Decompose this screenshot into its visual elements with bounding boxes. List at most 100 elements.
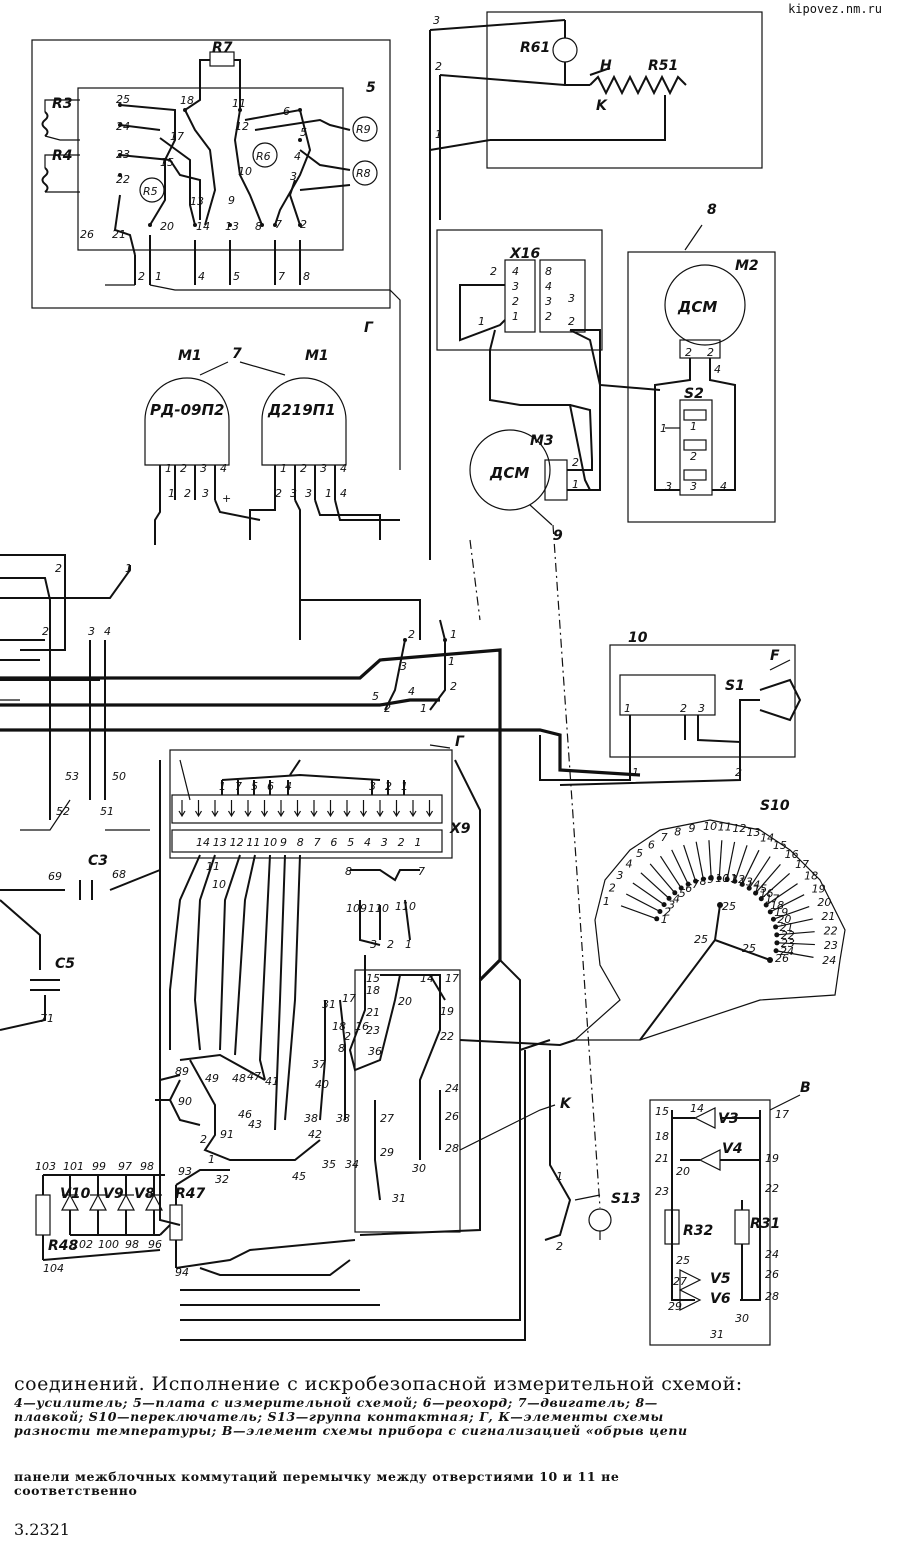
- svg-text:26: 26: [80, 228, 94, 241]
- svg-text:21: 21: [366, 1006, 380, 1019]
- svg-text:6: 6: [283, 105, 290, 118]
- s10-outer-label: 20: [817, 896, 831, 909]
- svg-text:2: 2: [435, 60, 442, 73]
- s10-outer-label: 24: [822, 954, 836, 967]
- x9-pin-arrow: [425, 800, 434, 818]
- s10-outer-label: 17: [795, 858, 809, 871]
- label-X9: X9: [449, 821, 471, 837]
- label-dsm-M2: ДСМ: [677, 298, 717, 316]
- svg-text:2: 2: [707, 346, 714, 359]
- svg-text:3: 3: [88, 625, 95, 638]
- svg-text:11: 11: [206, 860, 220, 873]
- s10-inner-label: 1: [661, 913, 668, 926]
- label-F: F: [770, 648, 780, 664]
- label-motor-B: Д219П1: [267, 401, 336, 419]
- label-B: В: [800, 1080, 811, 1096]
- svg-text:26: 26: [775, 952, 789, 965]
- label-R8: R8: [356, 167, 371, 180]
- s10-inner-label: 5: [679, 887, 686, 900]
- svg-text:3: 3: [202, 487, 209, 500]
- svg-text:25: 25: [116, 93, 130, 106]
- x9-top-pin-label: 2: [385, 780, 392, 793]
- svg-text:2: 2: [735, 766, 742, 779]
- svg-text:15: 15: [655, 1105, 669, 1118]
- svg-text:93: 93: [178, 1165, 192, 1178]
- svg-text:30: 30: [735, 1312, 749, 1325]
- s10-inner-label: 8: [700, 875, 707, 888]
- x9-bottom-pin-label: 14: [196, 836, 210, 849]
- svg-text:2: 2: [512, 295, 519, 308]
- label-R32: R32: [683, 1223, 713, 1239]
- s10-contact: [620, 905, 657, 920]
- svg-text:110: 110: [395, 900, 416, 913]
- label-G2: Г: [455, 734, 465, 750]
- svg-text:3: 3: [290, 170, 297, 183]
- label-H: H: [600, 58, 612, 74]
- svg-text:4: 4: [104, 625, 111, 638]
- svg-text:53: 53: [65, 770, 79, 783]
- svg-text:2: 2: [387, 938, 394, 951]
- svg-text:22: 22: [440, 1030, 454, 1043]
- svg-text:1: 1: [325, 487, 332, 500]
- label-R48: R48: [48, 1238, 79, 1254]
- s10-contact-dot: [767, 909, 773, 915]
- x9-bottom-pin-label: 7: [314, 836, 321, 849]
- s10-outer-label: 4: [626, 857, 633, 870]
- s10-contact-dot: [661, 902, 667, 908]
- svg-text:22: 22: [765, 1182, 779, 1195]
- label-9: 9: [553, 528, 563, 544]
- svg-text:102: 102: [72, 1238, 93, 1251]
- x9-bottom-pin-label: 13: [213, 836, 227, 849]
- x9-pin-arrow: [376, 800, 384, 818]
- svg-text:29: 29: [380, 1146, 394, 1159]
- label-V5: V5: [710, 1271, 731, 1287]
- caption-note: панели межблочных коммутаций перемычку м…: [14, 1470, 890, 1498]
- svg-text:26: 26: [445, 1110, 459, 1123]
- svg-text:3: 3: [320, 462, 327, 475]
- svg-text:100: 100: [98, 1238, 119, 1251]
- svg-text:2: 2: [545, 310, 552, 323]
- svg-text:31: 31: [710, 1328, 724, 1341]
- x9-pin-arrow: [211, 800, 219, 818]
- caption-body: 4—усилитель; 5—плата с измерительной схе…: [14, 1396, 890, 1438]
- svg-text:10: 10: [212, 878, 226, 891]
- label-R3: R3: [52, 96, 73, 112]
- x9-top-pin-label: 1: [219, 780, 226, 793]
- svg-text:4: 4: [545, 280, 552, 293]
- svg-text:3: 3: [512, 280, 519, 293]
- s10-contact-dot: [773, 924, 779, 930]
- svg-text:2: 2: [184, 487, 191, 500]
- label-R47: R47: [175, 1186, 206, 1202]
- label-S2: S2: [684, 386, 704, 402]
- label-V6: V6: [710, 1291, 731, 1307]
- svg-text:17: 17: [342, 992, 356, 1005]
- s10-contact: [765, 883, 798, 906]
- svg-text:68: 68: [112, 868, 126, 881]
- svg-text:71: 71: [40, 1012, 54, 1025]
- s10-contact: [775, 918, 813, 928]
- svg-text:2: 2: [384, 702, 391, 715]
- svg-text:32: 32: [215, 1173, 229, 1186]
- x9-pin-arrow: [227, 800, 236, 818]
- x9-top-pin-label: 3: [369, 780, 376, 793]
- svg-text:4: 4: [198, 270, 205, 283]
- svg-text:20: 20: [160, 220, 174, 233]
- s10-contact-dot: [753, 890, 759, 896]
- svg-text:31: 31: [392, 1192, 406, 1205]
- svg-text:103: 103: [35, 1160, 56, 1173]
- x9-bottom-pin-label: 11: [246, 836, 260, 849]
- label-V10: V10: [60, 1186, 91, 1202]
- svg-text:2: 2: [556, 1240, 563, 1253]
- x9-bottom-pin-label: 5: [347, 836, 354, 849]
- svg-text:7: 7: [275, 218, 282, 231]
- s10-contact: [726, 841, 736, 880]
- label-M1-b: M1: [305, 348, 329, 364]
- svg-text:2: 2: [275, 487, 282, 500]
- svg-text:48: 48: [232, 1072, 246, 1085]
- svg-text:2: 2: [690, 450, 697, 463]
- s10-contact: [695, 841, 704, 880]
